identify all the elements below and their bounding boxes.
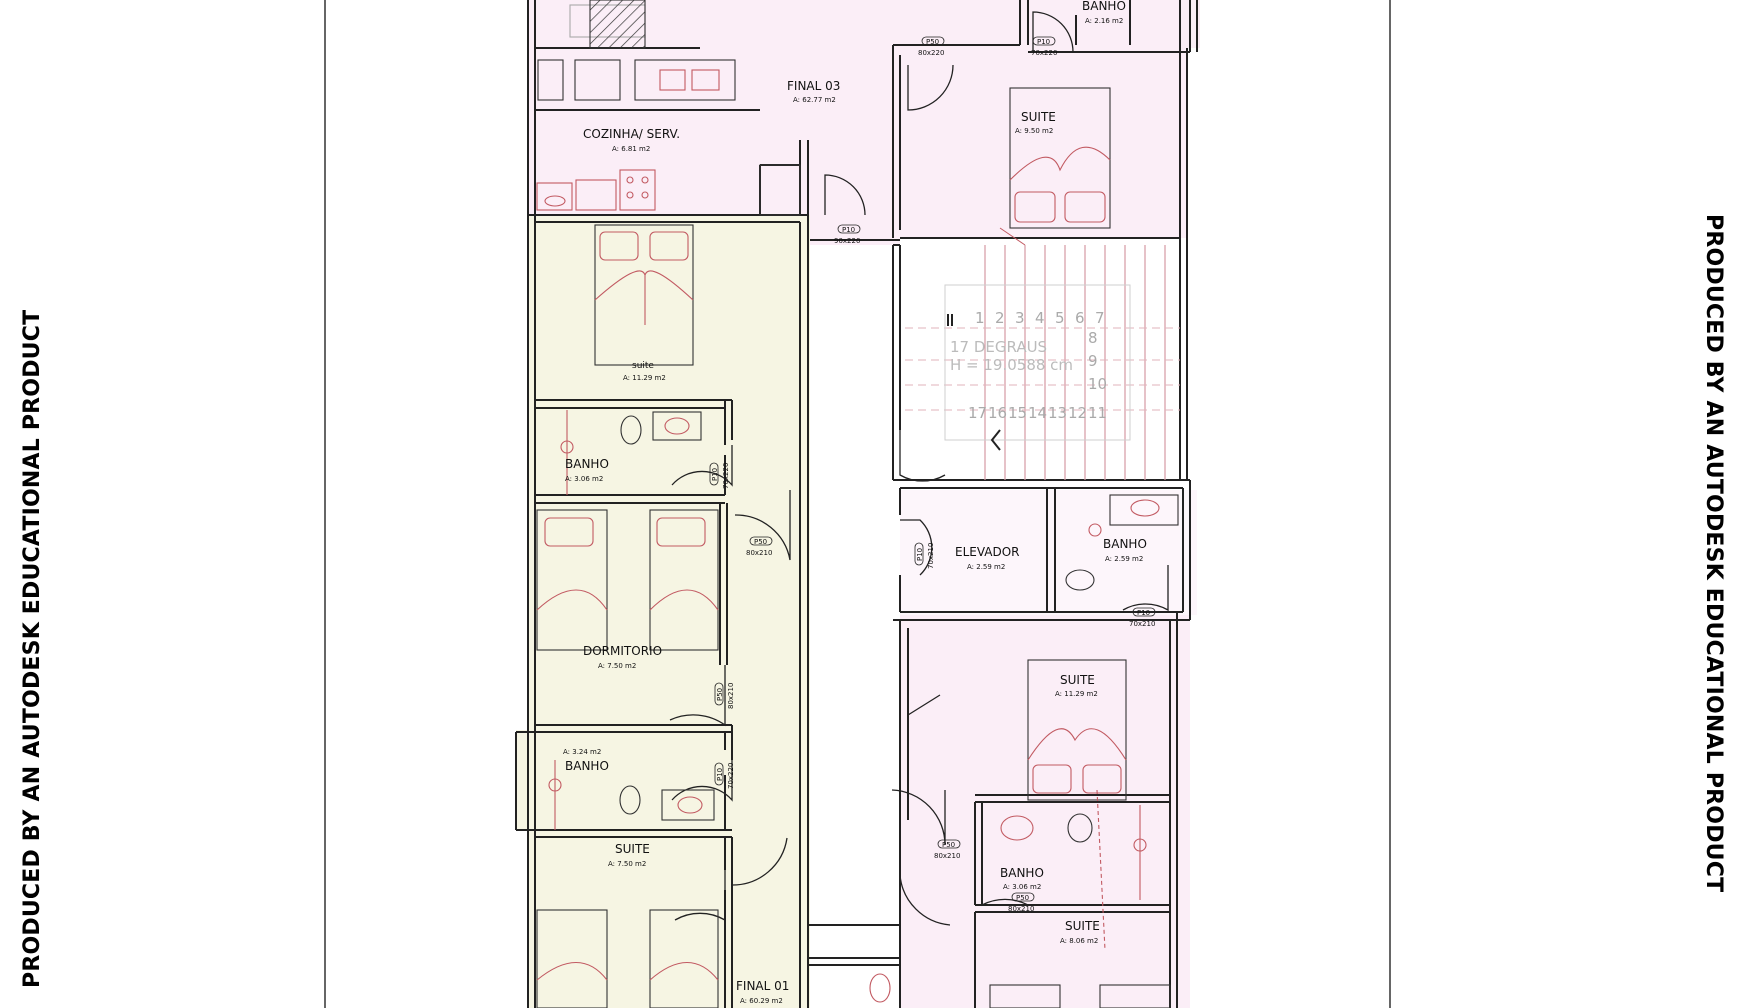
stair-number-2: 2 [995, 309, 1005, 327]
svg-text:90x220: 90x220 [834, 237, 860, 245]
stair-number-17: 17 [968, 404, 987, 422]
unit-final-03-fill [528, 0, 1200, 245]
room-name-banho-top: BANHO [1082, 0, 1126, 13]
svg-text:70x210: 70x210 [927, 543, 935, 569]
room-name-banho-r1: BANHO [1103, 537, 1147, 551]
stair-number-13: 13 [1048, 404, 1067, 422]
door-tag-d1: P50 80x220 [918, 36, 944, 57]
room-area-banho-y1: A: 3.06 m2 [565, 475, 603, 483]
svg-text:P10: P10 [1137, 609, 1150, 617]
room-area-elevador: A: 2.59 m2 [967, 563, 1005, 571]
stair-number-8: 8 [1088, 329, 1098, 347]
stair-landing [944, 284, 1131, 441]
svg-text:70x210: 70x210 [1129, 620, 1155, 628]
door-tag-d2: P10 70x220 [1031, 36, 1057, 57]
door-tag-d10: P10 70x210 [1129, 607, 1155, 628]
room-area-banho-r1: A: 2.59 m2 [1105, 555, 1143, 563]
unit-right-fill [900, 615, 1190, 1008]
banho-y2-fill [516, 730, 732, 830]
door-tag-d7: P10 70x220 [714, 763, 735, 789]
room-area-final-01: A: 60.29 m2 [740, 997, 783, 1005]
room-area-suite-y2: A: 7.50 m2 [608, 860, 646, 868]
stair-number-6: 6 [1075, 309, 1085, 327]
svg-text:70x220: 70x220 [1031, 49, 1057, 57]
room-area-banho-top: A: 2.16 m2 [1085, 17, 1123, 25]
room-name-suite-r2: SUITE [1065, 919, 1100, 933]
svg-text:70x220: 70x220 [722, 463, 730, 489]
room-name-elevador: ELEVADOR [955, 545, 1020, 559]
svg-text:80x210: 80x210 [1008, 905, 1034, 913]
stair-number-1: 1 [975, 309, 985, 327]
room-area-banho-y2: A: 3.24 m2 [563, 748, 601, 756]
svg-text:70x220: 70x220 [727, 763, 735, 789]
stair-number-9: 9 [1088, 352, 1098, 370]
stair-number-15: 15 [1008, 404, 1027, 422]
door-tag-d4: P10 70x220 [709, 463, 730, 489]
stair-label-steps: 17 DEGRAUS [950, 338, 1047, 356]
stair-number-4: 4 [1035, 309, 1045, 327]
svg-text:80x210: 80x210 [746, 549, 772, 557]
svg-text:80x210: 80x210 [727, 683, 735, 709]
stair-number-5: 5 [1055, 309, 1065, 327]
svg-text:P10: P10 [916, 548, 924, 561]
room-name-suite-r1: SUITE [1060, 673, 1095, 687]
room-name-final-01: FINAL 01 [736, 979, 789, 993]
room-area-suite-y1: A: 11.29 m2 [623, 374, 666, 382]
room-name-suite-y2: SUITE [615, 842, 650, 856]
elevator-core-fill [900, 490, 1197, 615]
door-tag-d3: P10 90x220 [834, 224, 860, 245]
stair-numbers-side: 8 9 10 [1088, 329, 1107, 393]
furniture [536, 0, 1179, 1008]
room-name-final-03: FINAL 03 [787, 79, 840, 93]
stair-number-11: 11 [1088, 404, 1107, 422]
stair-number-3: 3 [1015, 309, 1025, 327]
stair-number-10: 10 [1088, 375, 1107, 393]
stair-arrow-icon [990, 429, 1001, 451]
svg-text:P50: P50 [754, 538, 767, 546]
room-area-cozinha: A: 6.81 m2 [612, 145, 650, 153]
door-tag-d9: P50 80x210 [934, 839, 960, 860]
room-name-suite-top: SUITE [1021, 110, 1056, 124]
room-area-suite-r1: A: 11.29 m2 [1055, 690, 1098, 698]
svg-text:P50: P50 [1016, 894, 1029, 902]
svg-text:P50: P50 [942, 841, 955, 849]
door-tags: P50 80x220 P10 70x220 P10 90x220 P10 70x… [709, 36, 1155, 913]
room-area-suite-r2: A: 8.06 m2 [1060, 937, 1098, 945]
walls [515, 0, 1198, 1008]
room-labels: BANHO A: 2.16 m2 FINAL 03 A: 62.77 m2 CO… [563, 0, 1147, 1005]
svg-text:P10: P10 [842, 226, 855, 234]
room-area-final-03: A: 62.77 m2 [793, 96, 836, 104]
room-name-banho-r2: BANHO [1000, 866, 1044, 880]
room-name-banho-y2: BANHO [565, 759, 609, 773]
stair-label-height: H = 19.0588 cm [950, 356, 1073, 374]
room-area-suite-top: A: 9.50 m2 [1015, 127, 1053, 135]
svg-text:80x210: 80x210 [934, 852, 960, 860]
stair-number-7: 7 [1095, 309, 1105, 327]
door-tag-d5: P50 80x210 [746, 536, 772, 557]
svg-text:80x220: 80x220 [918, 49, 944, 57]
svg-text:P50: P50 [716, 688, 724, 701]
stair-number-16: 16 [988, 404, 1007, 422]
svg-text:P10: P10 [711, 468, 719, 481]
door-tag-d6: P50 80x210 [714, 683, 735, 709]
door-tag-d8: P10 70x210 [914, 543, 935, 569]
svg-text:P10: P10 [1037, 38, 1050, 46]
room-area-dormitorio: A: 7.50 m2 [598, 662, 636, 670]
unit-final-01-fill [528, 215, 810, 1008]
room-name-dormitorio: DORMITORIO [583, 644, 662, 658]
stair-number-12: 12 [1068, 404, 1087, 422]
room-name-suite-y1: suite [632, 361, 654, 371]
room-area-banho-r2: A: 3.06 m2 [1003, 883, 1041, 891]
room-name-cozinha: COZINHA/ SERV. [583, 127, 680, 141]
door-tag-d11: P50 80x210 [1008, 892, 1034, 913]
svg-text:P50: P50 [926, 38, 939, 46]
room-name-banho-y1: BANHO [565, 457, 609, 471]
svg-text:P10: P10 [716, 768, 724, 781]
stair-number-14: 14 [1028, 404, 1047, 422]
